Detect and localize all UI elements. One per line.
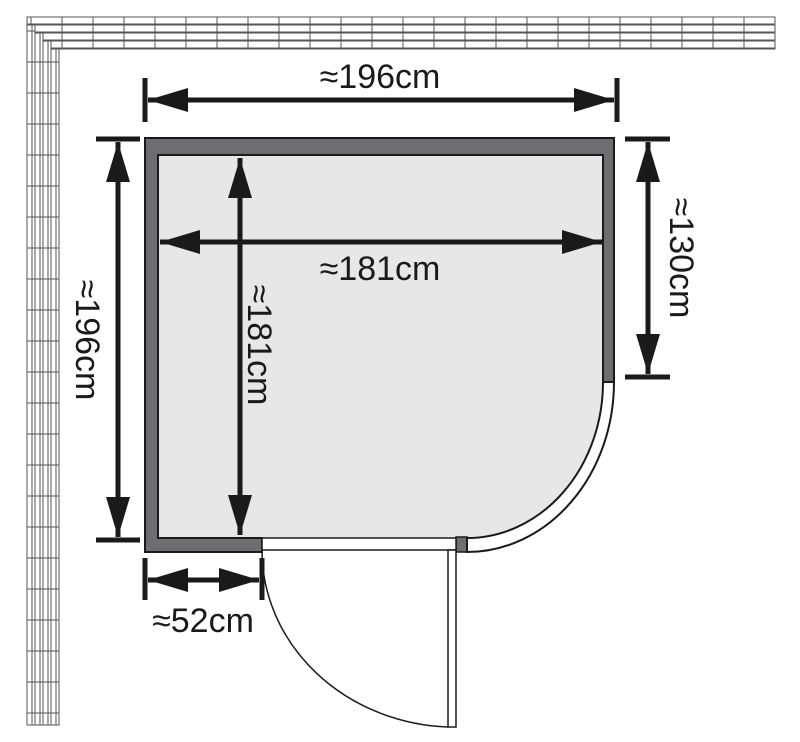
side-wall-label: ≈130cm <box>662 198 700 319</box>
door-swing-arc <box>261 549 449 728</box>
outer-width-label: ≈196cm <box>320 58 441 96</box>
dimension-outer-depth <box>96 136 140 543</box>
inner-width-label: ≈181cm <box>320 250 441 288</box>
curved-glass-wall <box>466 381 616 554</box>
dimension-outer-width <box>142 78 620 122</box>
cabin-floor <box>157 155 605 538</box>
inner-depth-label: ≈181cm <box>240 285 278 406</box>
door-frame <box>261 537 457 551</box>
front-wall-label: ≈52cm <box>152 602 254 640</box>
outer-depth-label: ≈196cm <box>68 280 106 401</box>
door-leaf <box>447 549 457 728</box>
door-post <box>455 536 468 553</box>
brick-wall <box>26 16 776 726</box>
cabin-wall <box>144 137 615 553</box>
dimension-front-wall <box>142 558 265 600</box>
dimension-side-wall <box>625 136 670 380</box>
